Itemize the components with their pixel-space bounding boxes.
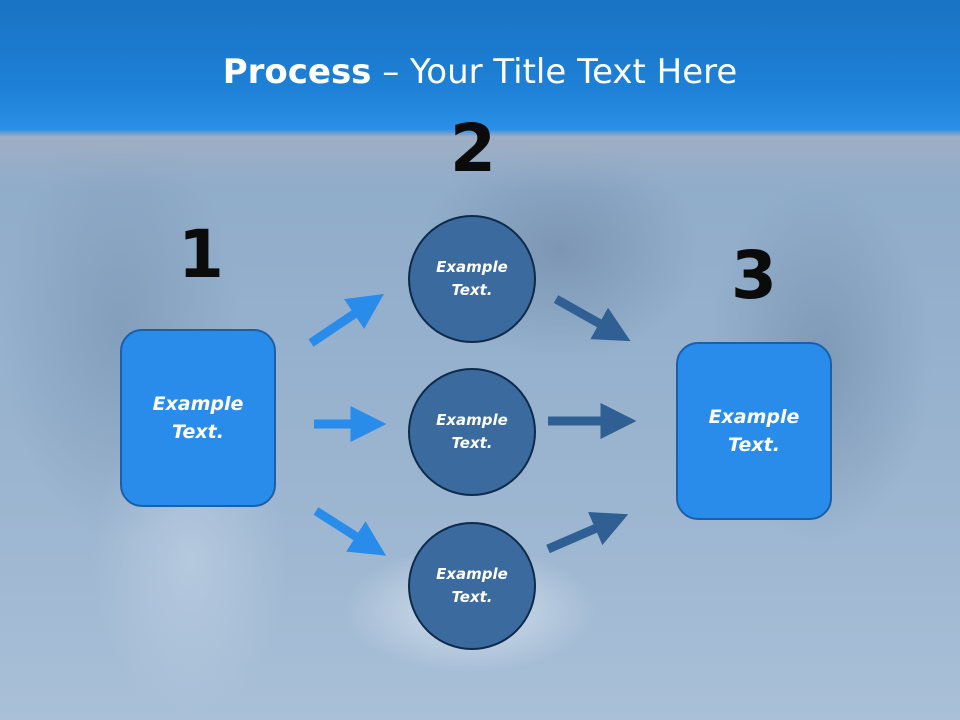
step-1-box[interactable]: Example Text. <box>120 329 276 507</box>
arrow-from-circle-bottom <box>546 512 629 554</box>
step-3-text: Example Text. <box>708 405 800 457</box>
step-1-text: Example Text. <box>152 392 244 444</box>
step-2-circle-middle[interactable]: Example Text. <box>408 368 536 496</box>
title-band <box>0 0 960 190</box>
slide-title[interactable]: Process – Your Title Text Here <box>0 52 960 92</box>
circle-bottom-text: Example Text. <box>436 564 508 606</box>
arrow-to-circle-top <box>308 293 384 347</box>
circle-middle-text: Example Text. <box>436 410 508 452</box>
arrow-to-circle-bottom <box>313 507 387 556</box>
step-number-1: 1 <box>178 216 224 293</box>
step-number-3: 3 <box>731 237 777 314</box>
step-3-box[interactable]: Example Text. <box>676 342 832 520</box>
step-number-2: 2 <box>450 110 496 187</box>
step-2-circle-bottom[interactable]: Example Text. <box>408 522 536 650</box>
circle-top-text: Example Text. <box>436 257 508 299</box>
step-2-circle-top[interactable]: Example Text. <box>408 215 536 343</box>
title-bold: Process <box>222 52 372 92</box>
title-rest: – Your Title Text Here <box>371 52 738 92</box>
arrow-from-circle-top <box>553 295 631 342</box>
